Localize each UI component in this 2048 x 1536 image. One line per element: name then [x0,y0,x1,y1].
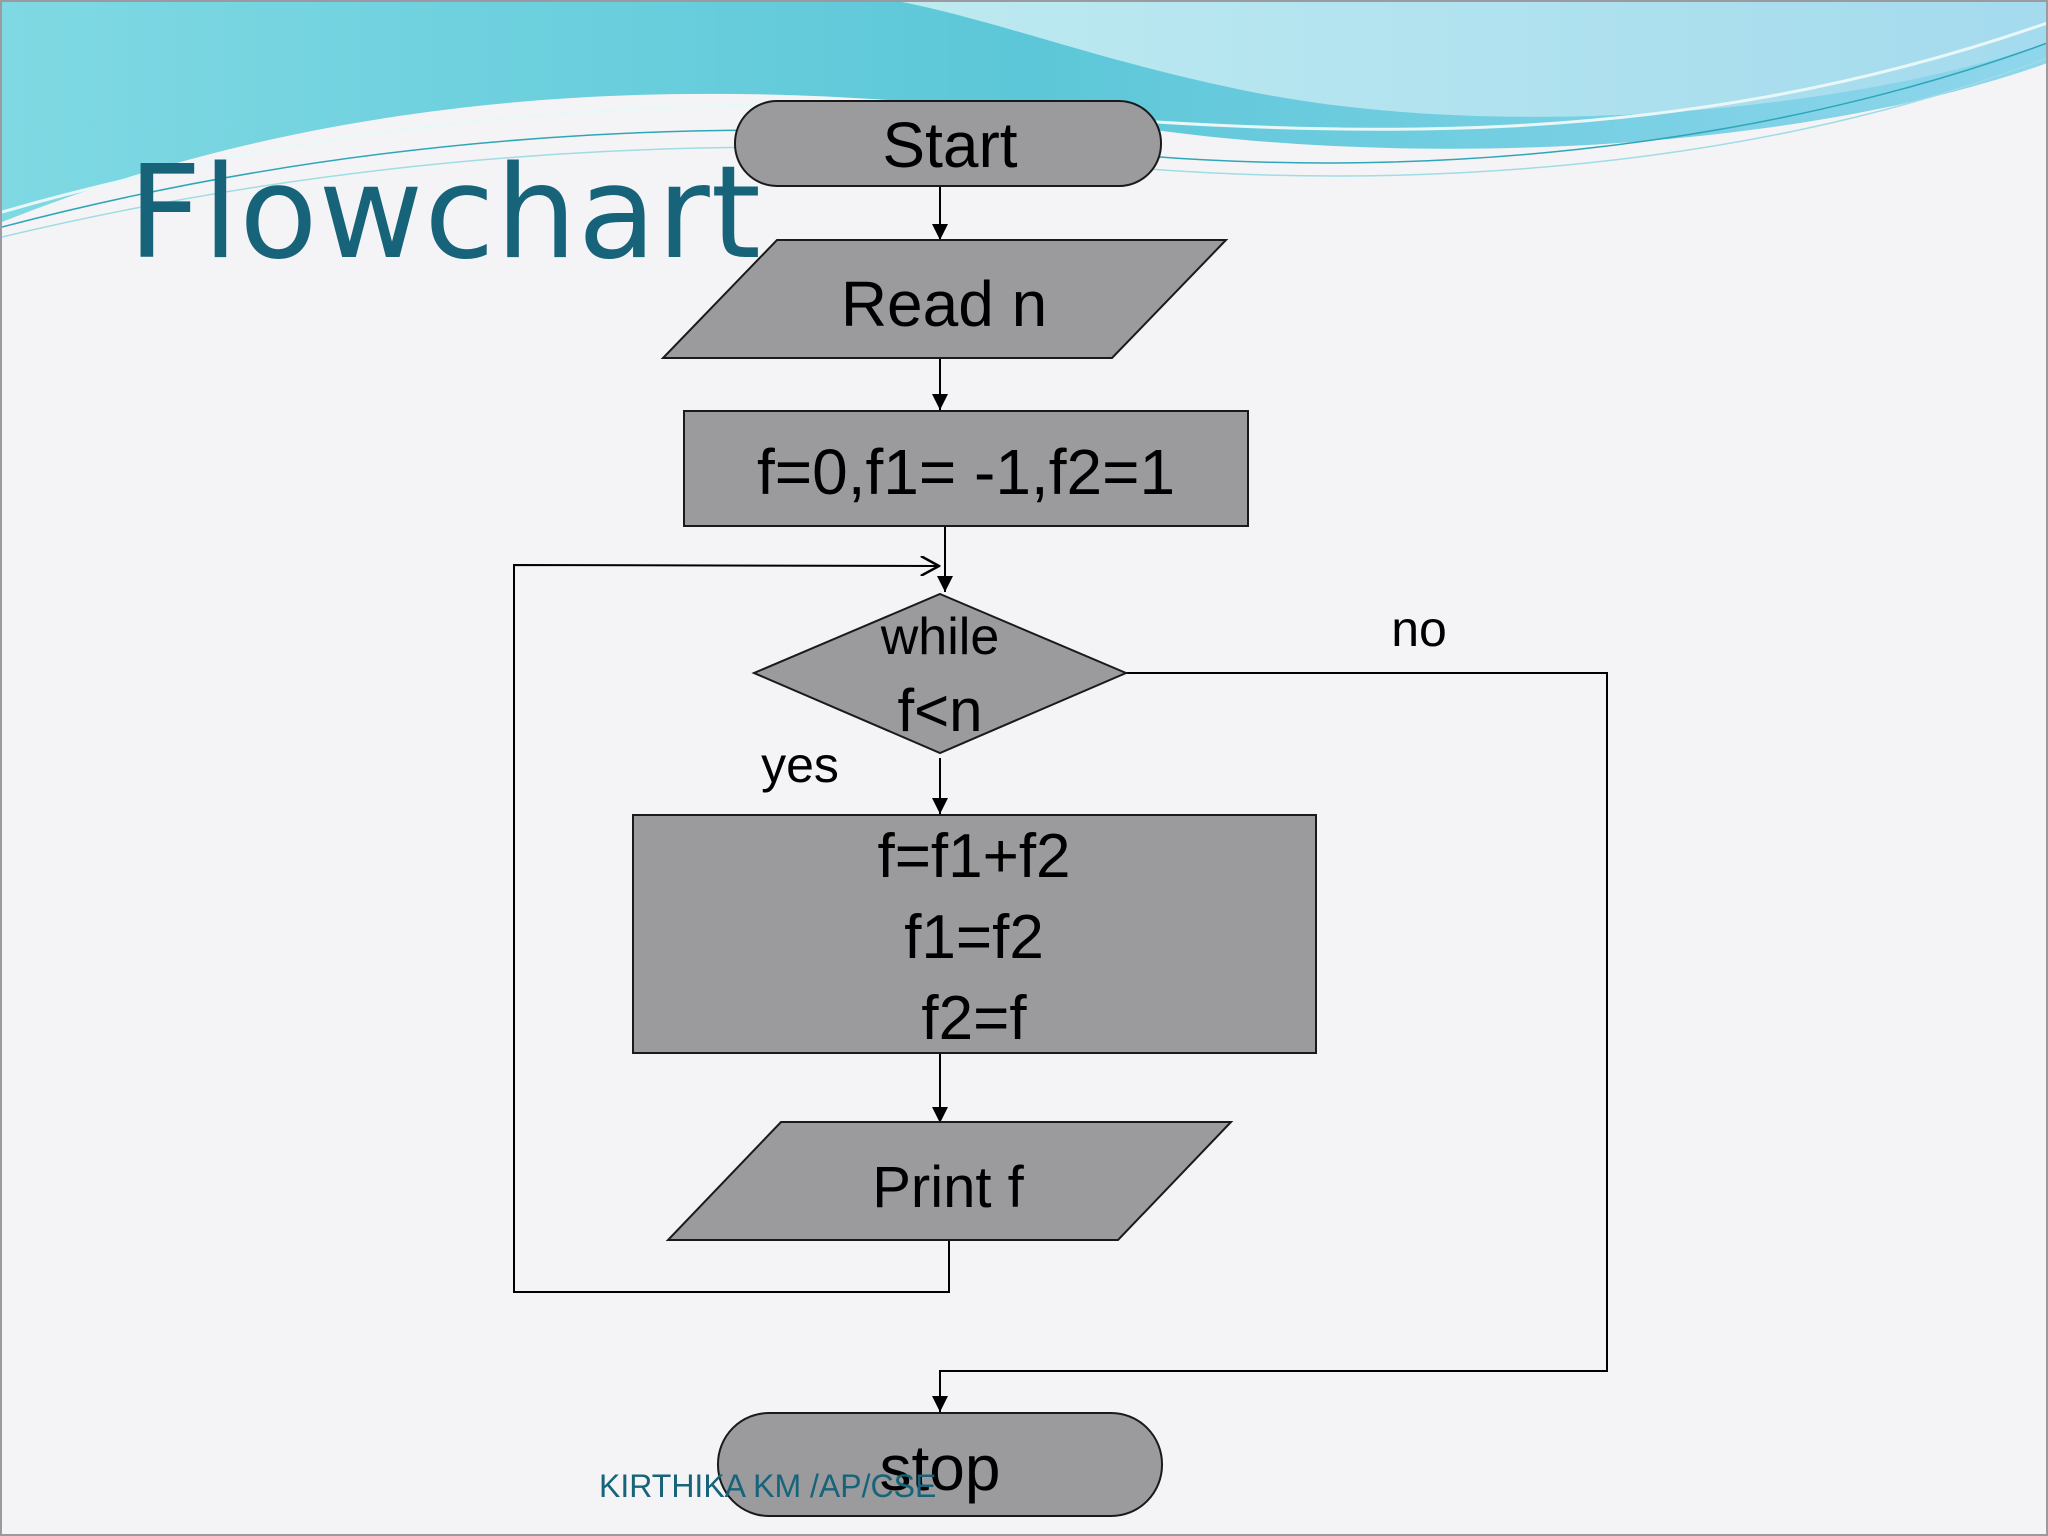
node-body-shape [632,814,1317,1054]
flow-node-labels: Start Read n f=0,f1= -1,f2=1 while f<n f… [757,109,1175,1504]
edge-cond-no-stop [932,672,1608,1412]
node-stop-shape [717,1412,1163,1517]
node-init-label: f=0,f1= -1,f2=1 [757,436,1175,508]
slide-footer: KIRTHIKA KM /AP/CSE [599,1468,937,1504]
node-cond-shape [751,592,1129,755]
node-cond-label-line1: while [880,608,1000,666]
node-start-shape [734,100,1162,187]
node-print-shape [665,1121,1234,1241]
node-body-label-line3: f2=f [921,984,1027,1053]
flow-edges [513,186,1608,1412]
node-body-label-line2: f1=f2 [904,903,1044,972]
node-read-shape [660,239,1229,359]
node-start-label: Start [882,109,1017,181]
flow-nodes [632,100,1317,1517]
node-stop-label: stop [880,1432,1001,1504]
slide-title: Flowchart [128,139,762,288]
edge-label-no: no [1391,601,1447,657]
node-read-label: Read n [841,268,1047,340]
node-body-label-line1: f=f1+f2 [877,822,1070,891]
flow-edge-labels: yes no [761,601,1447,793]
node-print-label: Print f [872,1155,1024,1220]
node-cond-label-line2: f<n [897,677,982,744]
edge-label-yes: yes [761,737,839,793]
node-init-shape [683,410,1249,527]
edge-print-loop-back [513,565,950,1293]
